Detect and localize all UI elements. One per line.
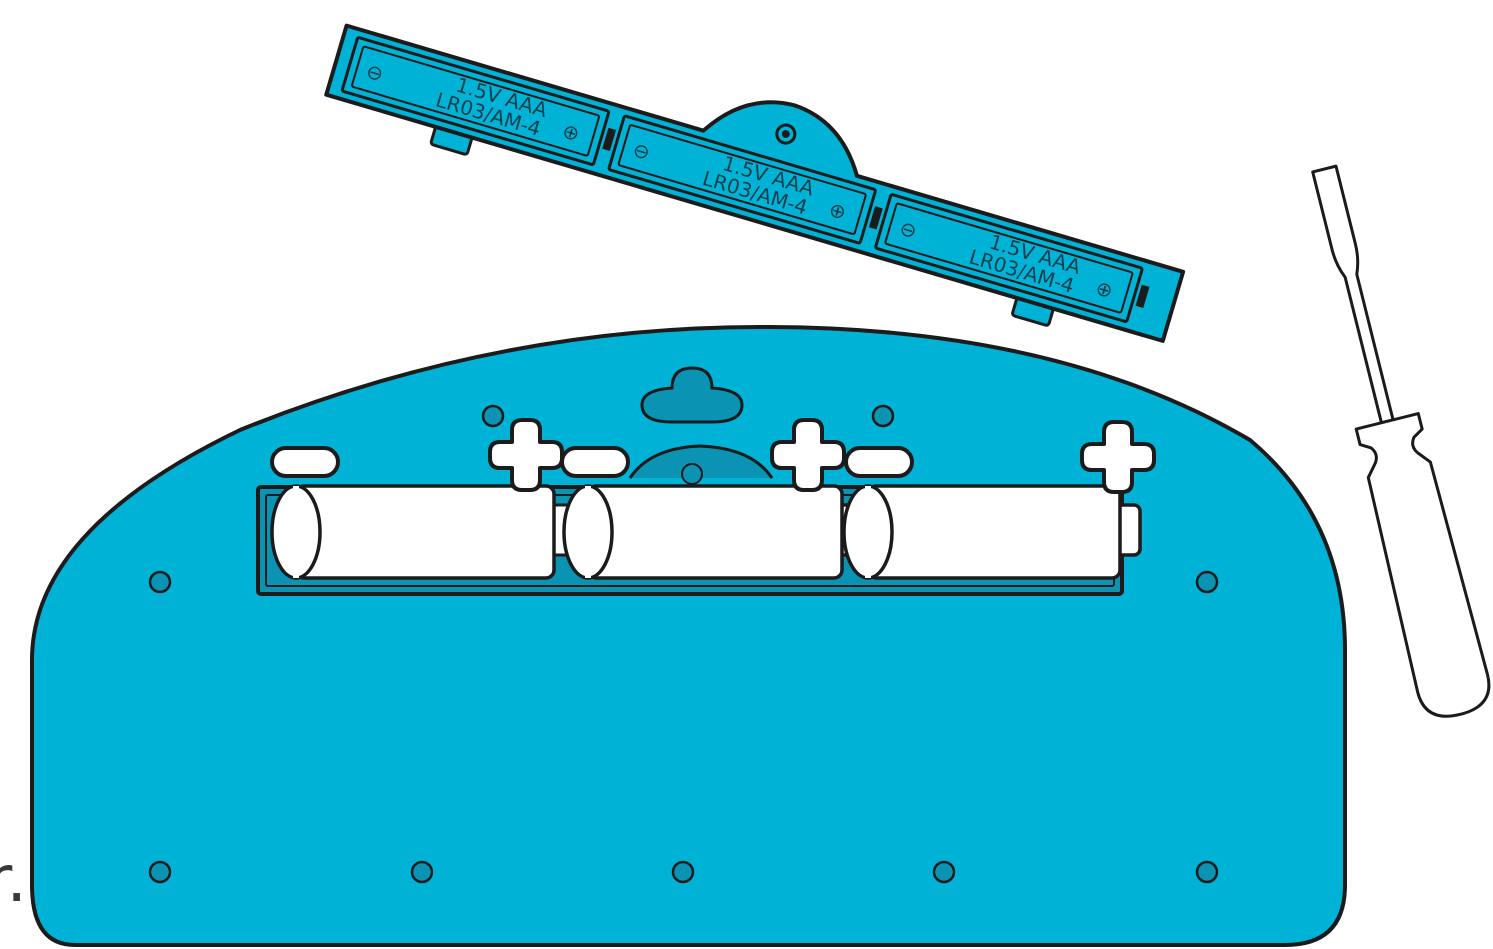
battery-cover: ⊖ 1.5V AAA LR03/AM-4 ⊕ ⊖ 1.5V AAA LR03/A…: [324, 23, 1186, 343]
screwdriver-icon: [1311, 164, 1491, 718]
batteries: [270, 484, 1142, 580]
slot-plus-icon: ⊕: [560, 118, 583, 146]
plus-sign: [488, 418, 564, 492]
keyhole-mount: [640, 366, 744, 424]
slot-minus-icon: ⊖: [630, 137, 653, 165]
slot-plus-icon: ⊕: [826, 197, 849, 225]
screw-hole: [1195, 570, 1219, 594]
screw-hole: [671, 860, 695, 884]
minus-sign: [844, 446, 914, 478]
screwdriver-blade: [1311, 164, 1395, 425]
screw-hole: [1195, 860, 1219, 884]
minus-sign: [560, 446, 630, 478]
screw-hole: [932, 860, 956, 884]
slot-minus-icon: ⊖: [363, 59, 386, 87]
battery-1: [270, 484, 577, 580]
screw-hole: [148, 570, 172, 594]
slot-minus-icon: ⊖: [897, 216, 920, 244]
screw-hole: [410, 860, 434, 884]
polarity-markers: [270, 418, 1156, 494]
minus-sign: [270, 446, 340, 478]
screw-holes: [148, 404, 1219, 884]
screw-hole: [148, 860, 172, 884]
screw-hole: [481, 404, 505, 428]
device-body-shell: [30, 324, 1347, 947]
cover-screw-center: [781, 130, 790, 139]
battery-2: [562, 484, 864, 580]
battery-3: [842, 484, 1142, 580]
screwdriver-handle: [1354, 412, 1491, 718]
plus-sign: [770, 418, 846, 492]
screw-hole: [871, 404, 895, 428]
plus-sign: [1080, 420, 1156, 494]
clip-hole: [681, 463, 703, 485]
slot-plus-icon: ⊕: [1093, 275, 1116, 303]
device-base: [30, 324, 1347, 947]
cover-body: [324, 23, 1186, 343]
center-clip: [628, 444, 774, 479]
cut-off-text: r.: [0, 843, 27, 917]
